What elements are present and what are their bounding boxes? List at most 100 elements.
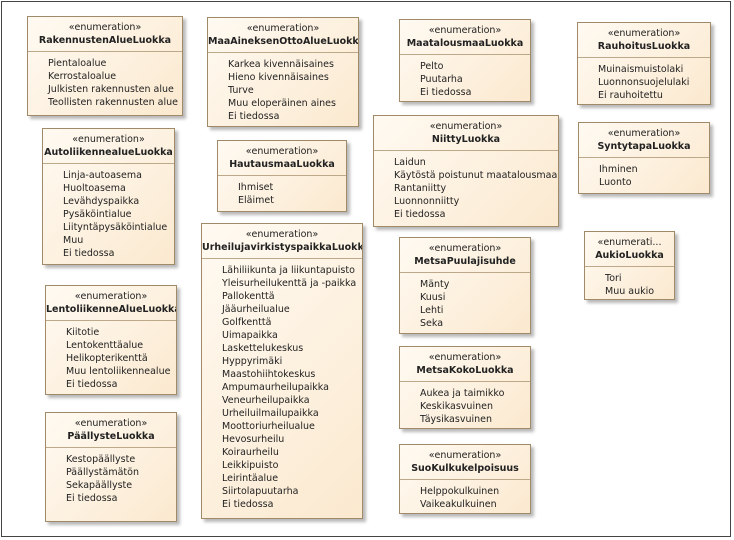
- enum-stereotype: «enumeration»: [72, 134, 145, 145]
- enum-literal: Puutarha: [420, 74, 463, 85]
- enum-literal: Liityntäpysäköintialue: [63, 222, 168, 233]
- enum-literal: Kestopäällyste: [66, 454, 136, 465]
- enum-name: RauhoitusLuokka: [597, 41, 691, 52]
- enum-name: AukioLuokka: [595, 250, 664, 261]
- enum-literal: Pysäköintialue: [63, 209, 132, 220]
- enum-literal: Tori: [605, 273, 622, 284]
- enum-stereotype: «enumeration»: [428, 25, 502, 36]
- enum-literal: Turve: [228, 85, 254, 96]
- enum-name: MetsaPuulajisuhde: [414, 256, 516, 267]
- enum-literal: Luonnonsuojelulaki: [598, 77, 690, 88]
- enum-header: «enumeration» MaatalousmaaLuokka: [400, 20, 530, 55]
- enum-literal: Ei tiedossa: [420, 87, 472, 98]
- enum-literal: Ei tiedossa: [222, 499, 274, 510]
- enum-literal: Golfkenttä: [222, 317, 272, 328]
- enum-literal: Veneurheilupaikka: [222, 395, 310, 406]
- enum-header: «enumeration» NiittyLuokka: [374, 116, 558, 151]
- enum-literal: Yleisurheilukenttä ja -paikka: [222, 278, 357, 289]
- enum-name: MaatalousmaaLuokka: [406, 38, 524, 49]
- enum-name: UrheilujavirkistyspaikkaLuokka: [202, 242, 363, 253]
- enum-stereotype: «enumeration»: [68, 22, 142, 33]
- enum-stereotype: «enumeration»: [246, 23, 320, 34]
- enum-header: «enumeration»AutoliikennealueLuokka: [43, 129, 174, 164]
- enum-literal: Kiitotie: [66, 327, 100, 338]
- enum-literal: Teollisten rakennusten alue: [48, 97, 179, 108]
- enum-name: PäällysteLuokka: [67, 431, 155, 442]
- enum-stereotype: «enumeration»: [245, 229, 319, 240]
- enum-literal: Aukea ja taimikko: [420, 388, 505, 399]
- enum-name: SuoKulkukelpoisuus: [411, 463, 519, 474]
- enum-literal: Hyppyrimäki: [222, 356, 283, 367]
- enum-literal: Vaikeakulkuinen: [420, 499, 497, 510]
- enum-header: «enumeration» SyntytapaLuokka: [579, 123, 709, 158]
- enum-header: «enumeration»RauhoitusLuokka: [578, 23, 710, 58]
- enum-name: MaaAineksenOttoAlueLuokka: [208, 36, 359, 47]
- enum-literal: Päällystämätön: [66, 467, 139, 478]
- enum-name: MetsaKokoLuokka: [416, 365, 514, 376]
- enum-literal: Luonnonniitty: [394, 196, 460, 207]
- enum-header: «enumeration» HautausmaaLuokka: [218, 141, 346, 176]
- enum-literal: Muu: [63, 235, 84, 246]
- enum-stereotype: «enumeration»: [607, 128, 681, 139]
- enum-name: SyntytapaLuokka: [597, 141, 691, 152]
- enum-literal: Koiraurheilu: [222, 447, 279, 458]
- enum-name: NiittyLuokka: [431, 134, 501, 145]
- enum-literal: Ihminen: [599, 164, 638, 175]
- enum-stereotype: «enumeration»: [429, 121, 503, 132]
- enum-literal: Maastohiihtokeskus: [222, 369, 316, 380]
- enum-stereotype: «enumeration»: [245, 146, 319, 157]
- enum-literal: Kerrostaloalue: [48, 71, 117, 82]
- enum-header: «enumeration» PäällysteLuokka: [46, 413, 176, 448]
- enum-literal: Helikopterikenttä: [66, 353, 148, 364]
- enum-literal: Muu aukio: [605, 286, 655, 297]
- enum-stereotype: «enumerati...: [597, 237, 662, 248]
- enum-literal: Pelto: [420, 61, 444, 72]
- enum-name: HautausmaaLuokka: [229, 159, 335, 170]
- enum-header: «enumeration»MetsaKokoLuokka: [400, 347, 530, 382]
- enum-literal: Pallokenttä: [222, 291, 275, 302]
- enum-literal: Ei rauhoitettu: [598, 90, 663, 101]
- enum-literal: Levähdyspaikka: [63, 196, 140, 207]
- enum-literal: Lehti: [420, 305, 444, 316]
- enum-literal: Ihmiset: [238, 182, 274, 193]
- enum-stereotype: «enumeration»: [74, 418, 148, 429]
- enum-header: «enumeration» MaaAineksenOttoAlueLuokka: [208, 18, 358, 53]
- enum-literal: Ampumaurheilupaikka: [222, 382, 329, 393]
- enum-name: RakennustenAlueLuokka: [38, 35, 172, 46]
- enum-literal: Luonto: [599, 177, 632, 188]
- enum-literal: Pientaloalue: [48, 58, 107, 69]
- enum-literal: Keskikasvuinen: [420, 401, 493, 412]
- enum-literal: Karkea kivennäisaines: [228, 59, 334, 70]
- enum-literal: Eläimet: [238, 195, 274, 206]
- enum-header: «enumeration»MetsaPuulajisuhde: [400, 238, 530, 273]
- enum-stereotype: «enumeration»: [428, 450, 502, 461]
- enum-header: «enumerati... AukioLuokka: [585, 232, 674, 267]
- enum-literal: Jääurheilualue: [222, 304, 290, 315]
- enum-name: LentoliikenneAlueLuokka: [46, 304, 177, 315]
- enum-urheilu[interactable]: «enumeration» UrheilujavirkistyspaikkaLuo…: [201, 223, 363, 519]
- enum-literal: Helppokulkuinen: [420, 486, 500, 497]
- enum-literal: Hevosurheilu: [222, 434, 285, 445]
